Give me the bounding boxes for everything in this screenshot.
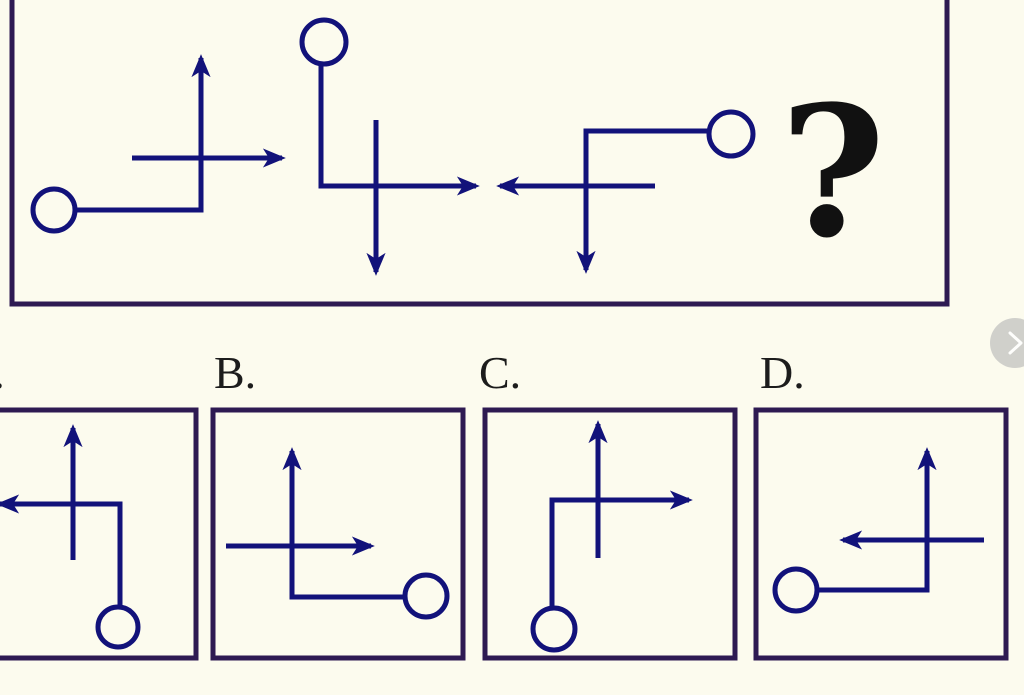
next-slide-button[interactable]: [990, 318, 1024, 368]
option-c-card[interactable]: [482, 407, 738, 661]
question-mark: ?: [780, 67, 885, 278]
option-d-card[interactable]: [753, 407, 1009, 661]
option-a-label: A.: [0, 347, 5, 398]
option-b-label: B.: [214, 347, 256, 398]
sequence-figure-2: [299, 17, 480, 276]
chevron-right-icon: [1008, 331, 1023, 355]
option-c-label: C.: [479, 347, 521, 398]
sequence-figure-1: [30, 54, 286, 234]
option-a-card[interactable]: [0, 407, 199, 661]
option-b-card[interactable]: [210, 407, 466, 661]
sequence-figure-3: [496, 109, 756, 274]
question-frame: [9, 0, 950, 307]
option-d-label: D.: [760, 347, 805, 398]
